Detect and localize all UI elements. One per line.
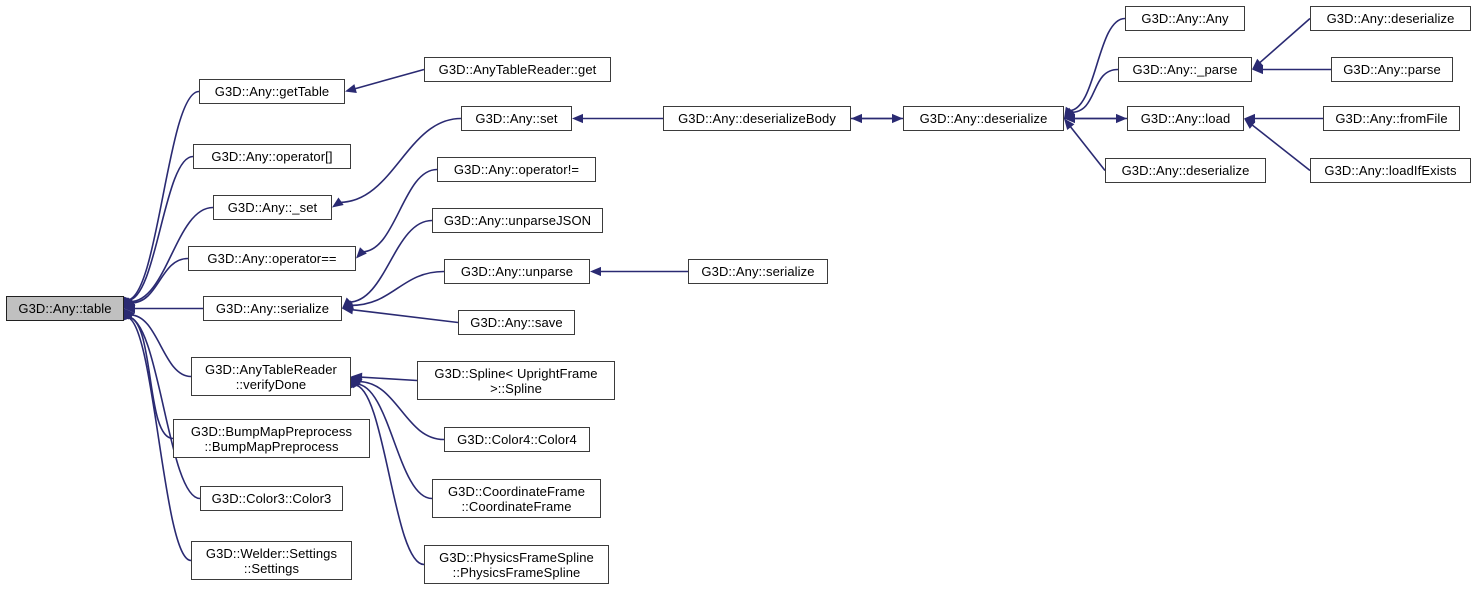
arrowhead-coordinateFrame-to-verifyDone bbox=[351, 376, 361, 389]
edge-bumpMapPreprocess-to-table bbox=[127, 316, 174, 440]
edge-deserializeRight-to-deserialize bbox=[1068, 125, 1106, 171]
arrowhead-deserializeBody-to-deserialize bbox=[892, 113, 903, 124]
arrowhead-save-to-serializeLeft bbox=[342, 305, 354, 315]
arrowhead-parse-to-_parse bbox=[1252, 64, 1263, 75]
graph-node-operatorNe[interactable]: G3D::Any::operator!= bbox=[437, 157, 596, 182]
arrowhead-physicsFrameSpline-to-verifyDone bbox=[350, 376, 360, 389]
graph-node-operatorIndex[interactable]: G3D::Any::operator[] bbox=[193, 144, 351, 169]
graph-node-unparse[interactable]: G3D::Any::unparse bbox=[444, 259, 590, 284]
arrowhead-bumpMapPreprocess-to-table bbox=[123, 308, 133, 321]
arrowhead-deserialize-to-deserializeBody bbox=[851, 113, 862, 124]
graph-node-deserializeBody[interactable]: G3D::Any::deserializeBody bbox=[663, 106, 851, 131]
edge-operatorIndex-to-table bbox=[127, 155, 194, 302]
arrowhead-verifyDone-to-table bbox=[124, 308, 135, 320]
graph-node-welderSettings[interactable]: G3D::Welder::Settings ::Settings bbox=[191, 541, 352, 580]
graph-node-color3[interactable]: G3D::Color3::Color3 bbox=[200, 486, 343, 511]
graph-node-color4[interactable]: G3D::Color4::Color4 bbox=[444, 427, 590, 452]
edge-physicsFrameSpline-to-verifyDone bbox=[354, 384, 425, 566]
graph-node-set[interactable]: G3D::Any::set bbox=[461, 106, 572, 131]
graph-node-coordinateFrame[interactable]: G3D::CoordinateFrame ::CoordinateFrame bbox=[432, 479, 601, 518]
edge-anyAny-to-deserialize bbox=[1068, 17, 1126, 112]
arrowhead-tableReaderGet-to-getTable bbox=[345, 84, 357, 93]
arrowhead-set-to-_set bbox=[332, 197, 344, 208]
edge-unparseJSON-to-serializeLeft bbox=[348, 219, 433, 304]
arrowhead-operatorNe-to-operatorEq bbox=[356, 247, 367, 259]
graph-node-loadIfExists[interactable]: G3D::Any::loadIfExists bbox=[1310, 158, 1471, 183]
arrowhead-serializeLeft-to-table bbox=[124, 303, 135, 314]
arrowhead-deserialize-to-load bbox=[1116, 113, 1127, 124]
graph-node-getTable[interactable]: G3D::Any::getTable bbox=[199, 79, 345, 104]
edge-tableReaderGet-to-getTable bbox=[353, 68, 425, 90]
arrowhead-_set-to-table bbox=[124, 297, 135, 309]
graph-node-anyAny[interactable]: G3D::Any::Any bbox=[1125, 6, 1245, 31]
arrowhead-fromFile-to-load bbox=[1244, 113, 1255, 124]
edge-_parse-to-deserialize bbox=[1070, 68, 1119, 114]
arrowhead-anyAny-to-deserialize bbox=[1064, 106, 1074, 119]
arrowhead-color3-to-table bbox=[123, 308, 133, 321]
edge-unparse-to-serializeLeft bbox=[350, 270, 445, 307]
arrowhead-deserializeBody-to-set bbox=[572, 113, 583, 124]
graph-node-save[interactable]: G3D::Any::save bbox=[458, 310, 575, 335]
graph-node-bumpMapPreprocess[interactable]: G3D::BumpMapPreprocess ::BumpMapPreproce… bbox=[173, 419, 370, 458]
graph-node-verifyDone[interactable]: G3D::AnyTableReader ::verifyDone bbox=[191, 357, 351, 396]
edge-verifyDone-to-table bbox=[130, 314, 192, 378]
edge-save-to-serializeLeft bbox=[350, 308, 459, 324]
graph-node-serializeLeft[interactable]: G3D::Any::serialize bbox=[203, 296, 342, 321]
graph-node-fromFile[interactable]: G3D::Any::fromFile bbox=[1323, 106, 1460, 131]
graph-node-splineUpright[interactable]: G3D::Spline< UprightFrame >::Spline bbox=[417, 361, 615, 400]
graph-node-parse[interactable]: G3D::Any::parse bbox=[1331, 57, 1453, 82]
graph-node-unparseJSON[interactable]: G3D::Any::unparseJSON bbox=[432, 208, 603, 233]
arrowhead-getTable-to-table bbox=[123, 296, 132, 309]
arrowhead-operatorEq-to-table bbox=[124, 298, 136, 309]
edge-operatorEq-to-table bbox=[131, 257, 189, 304]
arrowhead-unparseJSON-to-serializeLeft bbox=[342, 297, 354, 309]
arrowhead-_parse-to-deserialize bbox=[1064, 107, 1076, 119]
arrowhead-operatorIndex-to-table bbox=[124, 296, 133, 309]
arrowhead-deserializeRight-to-deserialize bbox=[1064, 118, 1075, 130]
edge-deserializeFar-to-_parse bbox=[1258, 17, 1311, 65]
arrowhead-splineUpright-to-verifyDone bbox=[351, 372, 363, 382]
arrowhead-deserializeFar-to-_parse bbox=[1252, 58, 1264, 70]
graph-node-serializeMid[interactable]: G3D::Any::serialize bbox=[688, 259, 828, 284]
arrowhead-color4-to-verifyDone bbox=[351, 376, 363, 387]
edge-operatorNe-to-operatorEq bbox=[362, 168, 438, 253]
graph-node-deserializeRight[interactable]: G3D::Any::deserialize bbox=[1105, 158, 1266, 183]
arrowhead-load-to-deserialize bbox=[1064, 113, 1075, 124]
arrowhead-loadIfExists-to-load bbox=[1244, 118, 1256, 129]
graph-node-_set[interactable]: G3D::Any::_set bbox=[213, 195, 332, 220]
graph-node-operatorEq[interactable]: G3D::Any::operator== bbox=[188, 246, 356, 271]
graph-node-physicsFrameSpline[interactable]: G3D::PhysicsFrameSpline ::PhysicsFrameSp… bbox=[424, 545, 609, 584]
arrowhead-serializeMid-to-unparse bbox=[590, 266, 601, 277]
graph-node-tableReaderGet[interactable]: G3D::AnyTableReader::get bbox=[424, 57, 611, 82]
graph-node-_parse[interactable]: G3D::Any::_parse bbox=[1118, 57, 1252, 82]
edge-color3-to-table bbox=[127, 316, 201, 500]
graph-node-table[interactable]: G3D::Any::table bbox=[6, 296, 124, 321]
graph-node-deserializeFar[interactable]: G3D::Any::deserialize bbox=[1310, 6, 1471, 31]
graph-node-load[interactable]: G3D::Any::load bbox=[1127, 106, 1244, 131]
graph-node-deserialize[interactable]: G3D::Any::deserialize bbox=[903, 106, 1064, 131]
arrowhead-unparse-to-serializeLeft bbox=[342, 300, 354, 310]
edge-splineUpright-to-verifyDone bbox=[359, 376, 418, 382]
